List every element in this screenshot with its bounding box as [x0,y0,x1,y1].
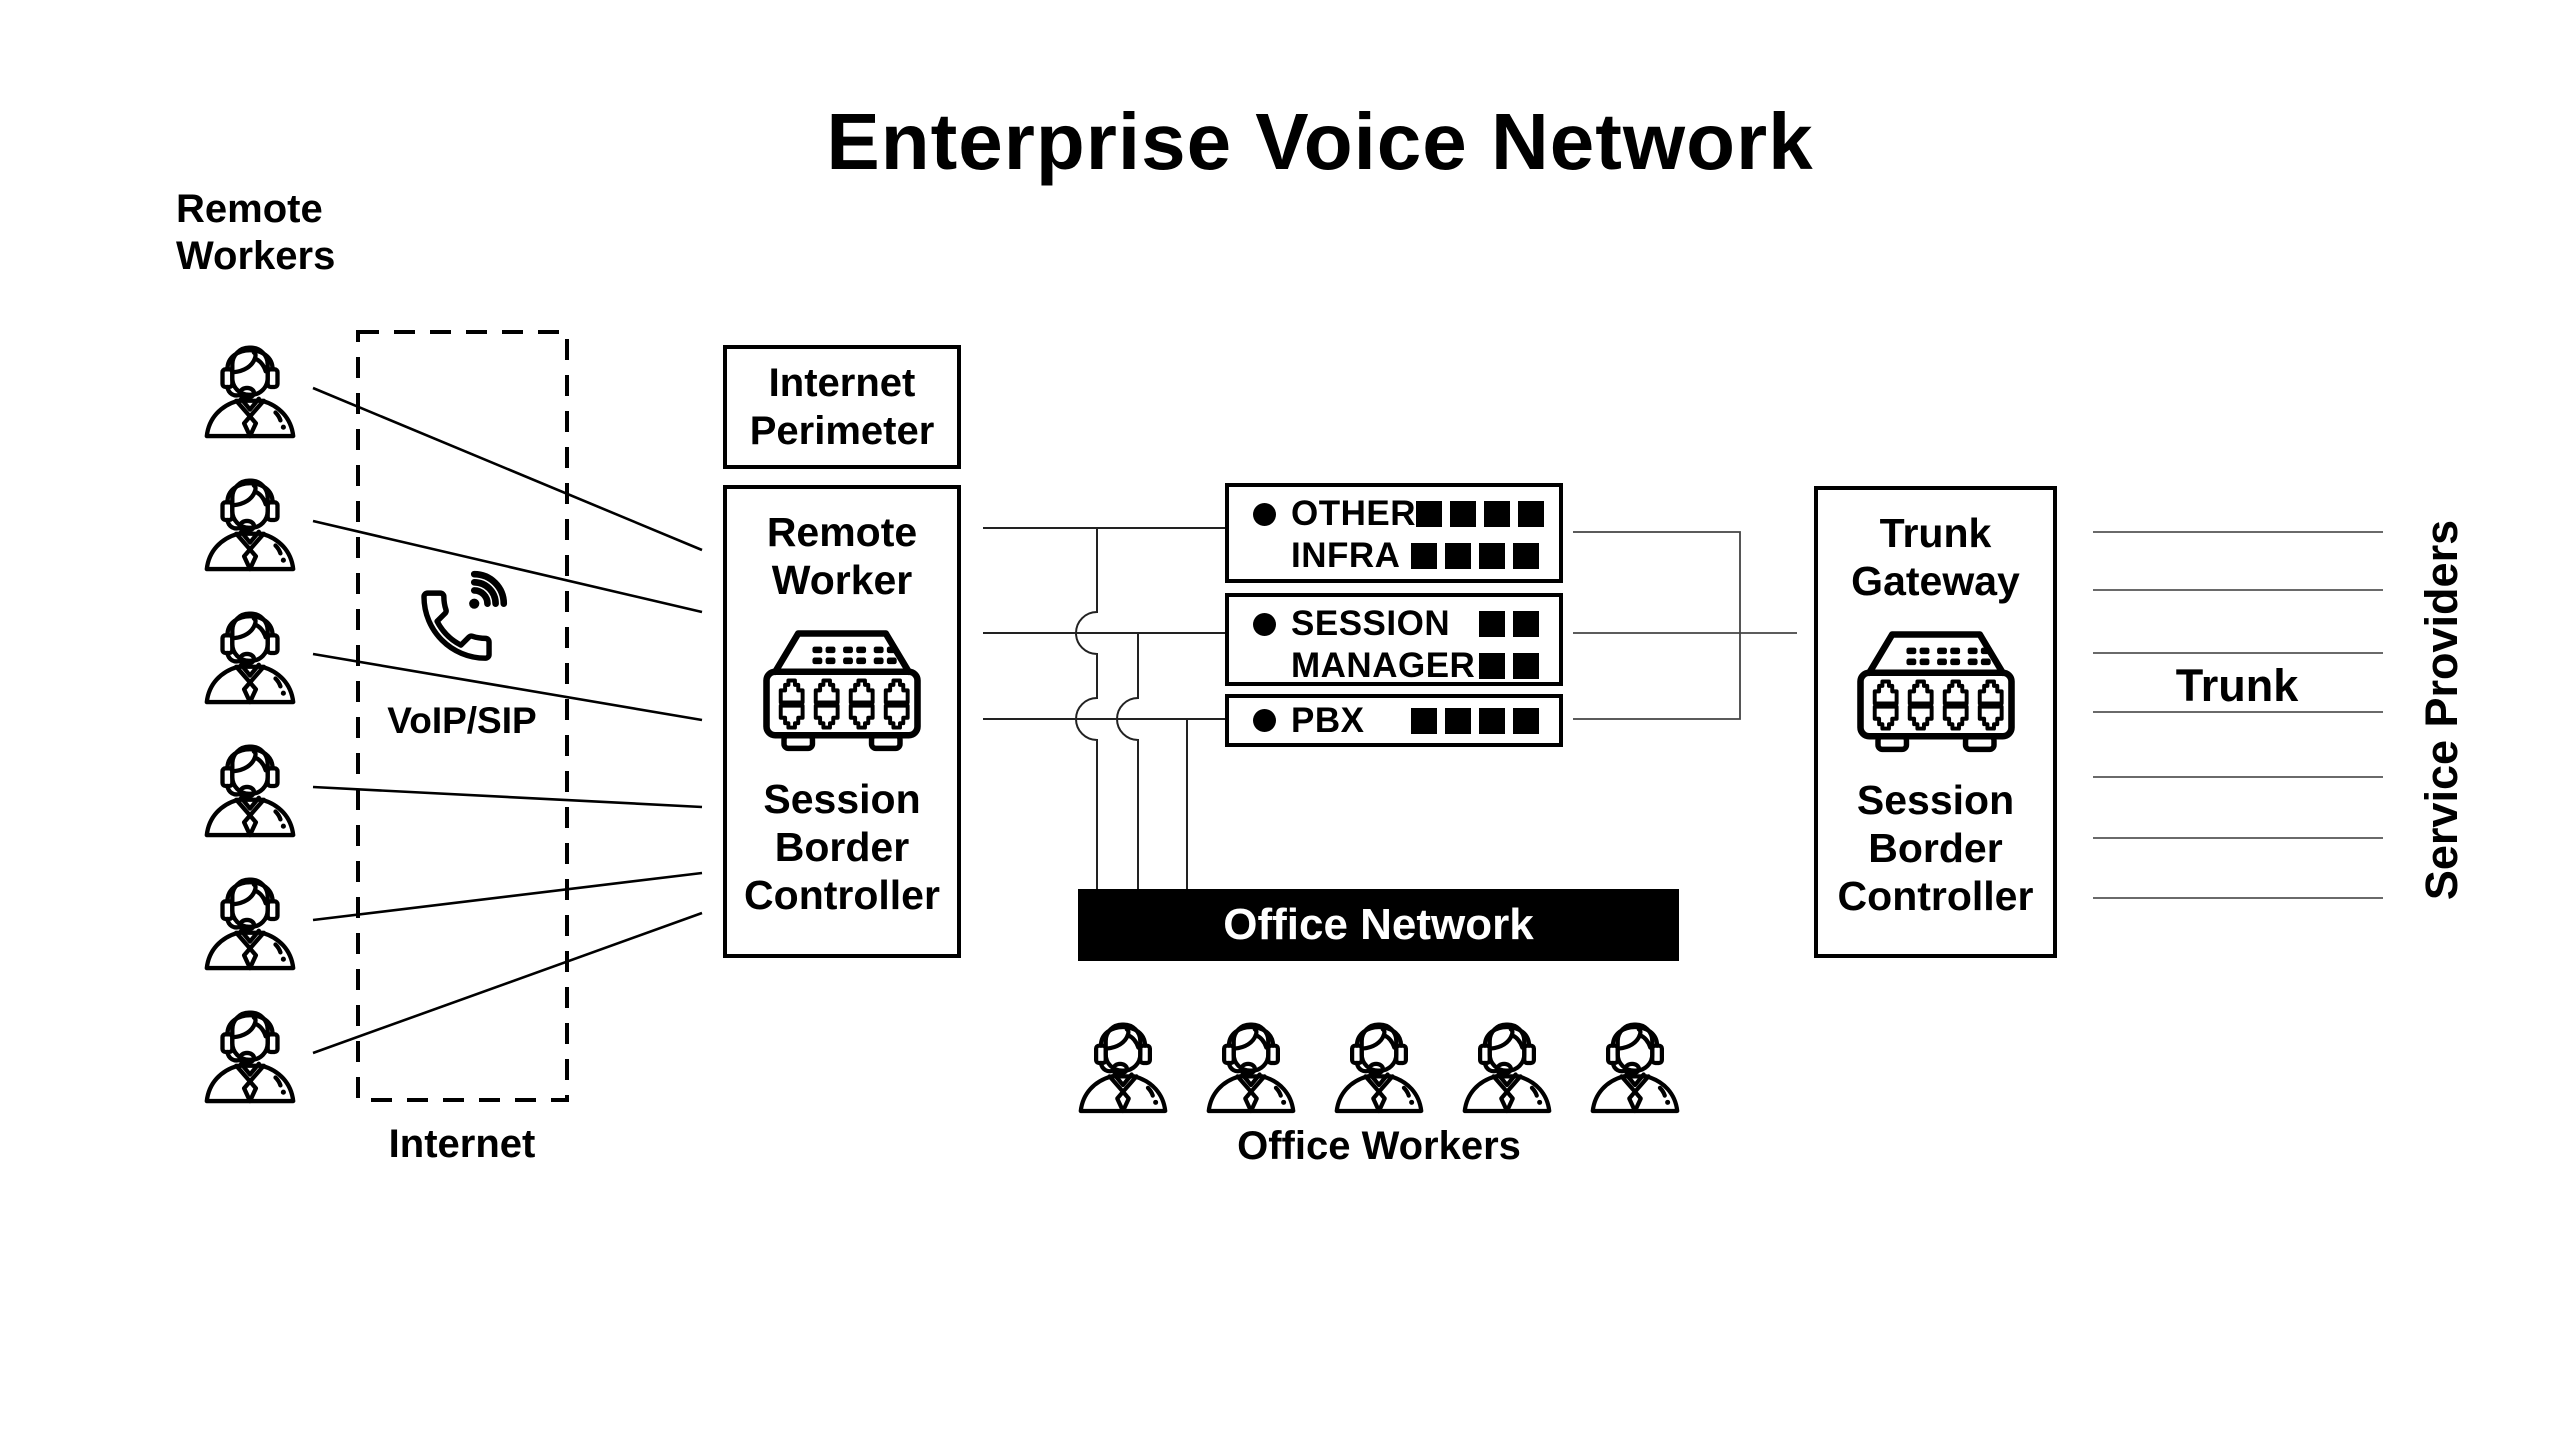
drive-bay-square-icon [1513,653,1539,679]
drive-bay-squares [1479,611,1539,637]
server-box-pbx: PBX [1225,694,1563,747]
drive-bay-squares [1479,653,1539,679]
server-row: PBX [1229,700,1559,742]
drive-bay-square-icon [1513,543,1539,569]
office-network-bar: Office Network [1078,889,1679,961]
service-providers-label: Service Providers [2416,519,2467,901]
remote-worker-sbc-title: Remote Worker [766,509,918,603]
office-worker-headset-icon [1331,1008,1427,1116]
remote-worker-headset-icon [200,864,300,972]
drive-bay-square-icon [1411,543,1437,569]
office-worker-headset-icon [1075,1008,1171,1116]
drive-bay-square-icon [1445,707,1471,734]
remote-worker-links [312,386,703,1055]
drive-bay-square-icon [1445,543,1471,569]
office-worker-headset-icon [1459,1008,1555,1116]
remote-worker-headset-icon [200,332,300,440]
page-title: Enterprise Voice Network [826,97,1814,186]
server-row: MANAGER [1229,645,1559,687]
server-label: SESSION [1291,604,1451,643]
drive-bay-square-icon [1479,653,1505,679]
server-label: MANAGER [1291,646,1476,685]
drive-bay-square-icon [1513,707,1539,734]
drive-bay-square-icon [1479,707,1505,734]
power-led-icon [1253,612,1276,636]
internet-perimeter-box: Internet Perimeter [723,345,961,469]
server-label: INFRA [1291,536,1401,575]
remote-worker-sbc-subtitle: Session Border Controller [744,776,940,918]
trunk-gateway-title: Trunk Gateway [1851,510,2020,604]
network-switch-icon [749,619,935,753]
remote-worker-headset-icon [200,731,300,839]
sbc-to-core-links [983,527,1225,889]
drive-bay-square-icon [1513,611,1539,637]
drive-bay-squares [1411,543,1539,569]
drive-bay-squares [1416,501,1544,527]
remote-worker-headset-icon [200,598,300,706]
power-led-icon [1253,502,1276,526]
remote-workers-label: Remote Workers [176,187,336,279]
trunk-label: Trunk [2175,660,2299,711]
server-row: INFRA [1229,535,1559,577]
office-worker-headset-icon [1203,1008,1299,1116]
remote-worker-sbc-box: Remote Worker Session Border Controller [723,485,961,958]
internet-zone-dashed-box [356,330,569,1102]
voip-sip-label: VoIP/SIP [387,700,537,741]
drive-bay-squares [1411,707,1539,734]
drive-bay-square-icon [1450,501,1476,527]
drive-bay-square-icon [1484,501,1510,527]
power-led-icon [1253,709,1276,732]
drive-bay-square-icon [1416,501,1442,527]
drive-bay-square-icon [1411,707,1437,734]
server-row: SESSION [1229,603,1559,645]
trunk-lines [2093,531,2383,899]
trunk-gateway-subtitle: Session Border Controller [1837,777,2034,919]
office-worker-headset-icon [1587,1008,1683,1116]
office-workers-label: Office Workers [1237,1124,1521,1168]
network-switch-icon [1843,620,2029,754]
internet-perimeter-label: Internet Perimeter [749,361,935,453]
drive-bay-square-icon [1479,543,1505,569]
server-label: PBX [1291,700,1365,740]
remote-worker-headset-icon [200,997,300,1105]
internet-label: Internet [388,1122,536,1166]
remote-worker-headset-icon [200,465,300,573]
server-label: OTHER [1291,494,1416,533]
server-row: OTHER [1229,493,1559,535]
drive-bay-square-icon [1479,611,1505,637]
core-to-gateway-links [1573,531,1797,720]
voip-phone-icon [405,566,517,678]
drive-bay-square-icon [1518,501,1544,527]
office-network-label: Office Network [1223,900,1534,949]
trunk-gateway-sbc-box: Trunk Gateway Session Border Controller [1814,486,2057,958]
